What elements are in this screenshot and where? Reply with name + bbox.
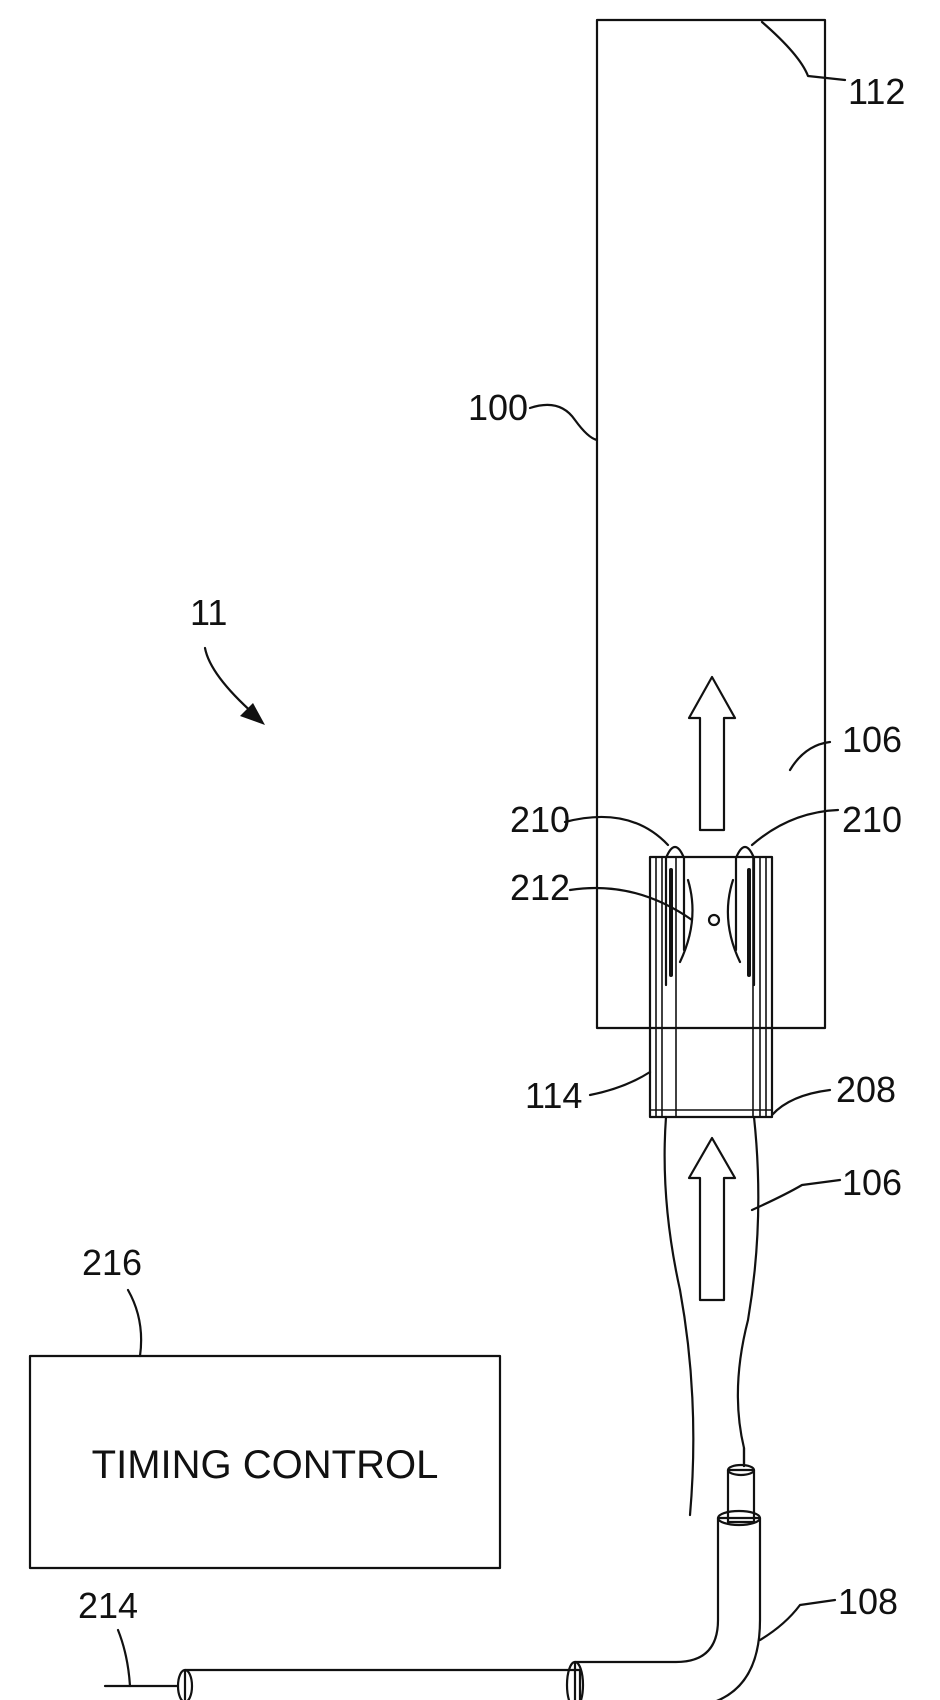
- label-214: 214: [78, 1585, 138, 1626]
- leader-100: [530, 405, 597, 440]
- label-210-right: 210: [842, 799, 902, 840]
- label-114: 114: [525, 1075, 582, 1116]
- tube-100: [597, 20, 825, 1028]
- figure-arrow-head: [240, 703, 265, 725]
- cable-jacket: [575, 1518, 760, 1700]
- leader-108: [760, 1600, 835, 1640]
- leader-208: [772, 1090, 830, 1115]
- leader-106-lower: [752, 1180, 840, 1210]
- leader-216: [128, 1290, 141, 1356]
- figure-number: 11: [190, 592, 227, 633]
- wire-right: [738, 1117, 758, 1466]
- figure-arrow: [205, 648, 255, 715]
- label-106-upper: 106: [842, 719, 902, 760]
- flow-arrow-upper: [689, 677, 735, 830]
- label-106-lower: 106: [842, 1162, 902, 1203]
- leader-114: [590, 1072, 650, 1095]
- timing-control-label: TIMING CONTROL: [92, 1443, 439, 1487]
- label-210-left: 210: [510, 799, 570, 840]
- spark-point: [709, 915, 719, 925]
- cable-core-horizontal: [185, 1670, 580, 1700]
- label-100: 100: [468, 387, 528, 428]
- leader-212: [570, 888, 692, 920]
- leader-210-left: [565, 817, 668, 845]
- label-108: 108: [838, 1581, 898, 1622]
- electrode-left: [666, 847, 684, 985]
- leader-214: [118, 1630, 130, 1686]
- spark-left: [680, 880, 693, 962]
- label-216: 216: [82, 1242, 142, 1283]
- label-208: 208: [836, 1069, 896, 1110]
- spark-right: [728, 880, 740, 962]
- label-112: 112: [848, 71, 905, 112]
- flow-arrow-lower: [689, 1138, 735, 1300]
- leader-112: [762, 22, 845, 80]
- electrode-right: [736, 847, 754, 985]
- cable-core-vertical: [728, 1470, 754, 1522]
- label-212: 212: [510, 867, 570, 908]
